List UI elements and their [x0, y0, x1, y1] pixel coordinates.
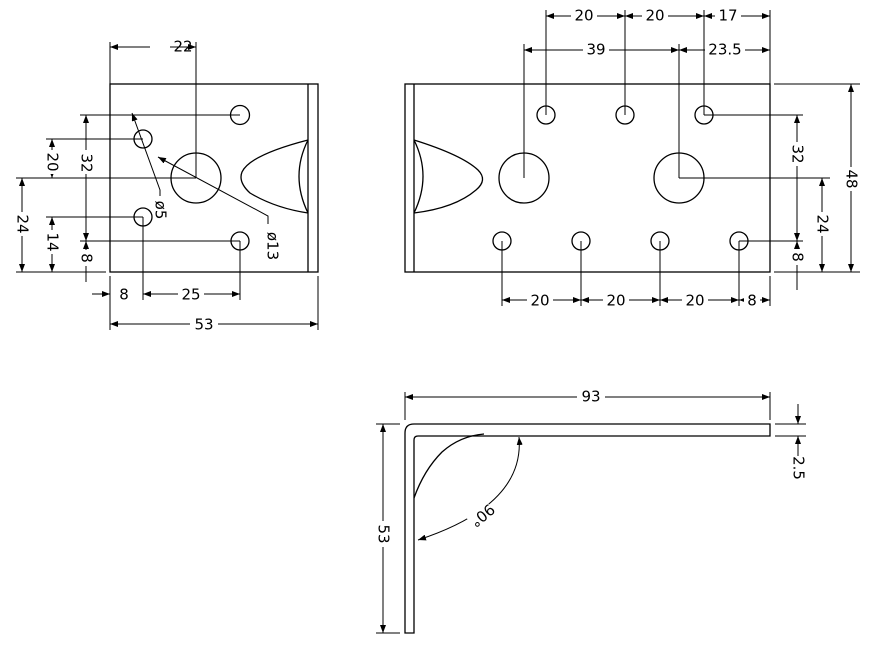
dim-8-vertical: 8	[78, 253, 96, 263]
gusset-profile	[413, 433, 485, 499]
dim-bottom-20-a: 20	[530, 292, 549, 310]
angle-profile	[404, 423, 771, 634]
extension-lines	[501, 10, 860, 306]
dim-hole-diameter-5: ø5	[152, 201, 170, 220]
dim-8-vertical: 8	[789, 252, 807, 262]
dim-20: 20	[44, 152, 62, 171]
extension-lines	[376, 392, 806, 634]
side-profile-view: 93 53 2.5 90°	[375, 388, 808, 634]
right-plate-view: 20 20 17 39 23.5 32 24 8 48 20 20 20 8	[404, 7, 861, 310]
dim-bottom-20-c: 20	[685, 292, 704, 310]
dim-23-5: 23.5	[708, 41, 741, 59]
dim-22: 22	[173, 38, 192, 56]
dimension-lines	[19, 44, 318, 327]
dim-53: 53	[375, 524, 393, 543]
dim-8-horizontal: 8	[119, 286, 129, 304]
gusset-rib	[413, 139, 484, 214]
dim-24: 24	[14, 214, 32, 233]
dim-32: 32	[78, 153, 96, 172]
dim-bottom-20-b: 20	[606, 292, 625, 310]
gusset-rib	[240, 139, 309, 214]
dim-48: 48	[843, 169, 861, 188]
dim-angle-90: 90°	[466, 500, 498, 531]
extension-lines	[16, 42, 319, 330]
dim-top-20-a: 20	[574, 7, 593, 25]
dim-24: 24	[814, 214, 832, 233]
dimension-lines	[380, 394, 801, 633]
dim-17: 17	[718, 7, 737, 25]
dim-bottom-8: 8	[747, 292, 757, 310]
dim-hole-diameter-13: ø13	[264, 232, 282, 260]
dim-14: 14	[44, 232, 62, 251]
dim-thickness-2-5: 2.5	[790, 456, 808, 480]
dim-53: 53	[194, 316, 213, 334]
dim-39: 39	[586, 41, 605, 59]
dim-top-20-b: 20	[645, 7, 664, 25]
dim-93: 93	[581, 388, 600, 406]
dim-32: 32	[789, 144, 807, 163]
left-plate-view: 22 32 20 24 14 8 8 25 53 ø5 ø13	[14, 38, 319, 334]
dim-25: 25	[181, 286, 200, 304]
